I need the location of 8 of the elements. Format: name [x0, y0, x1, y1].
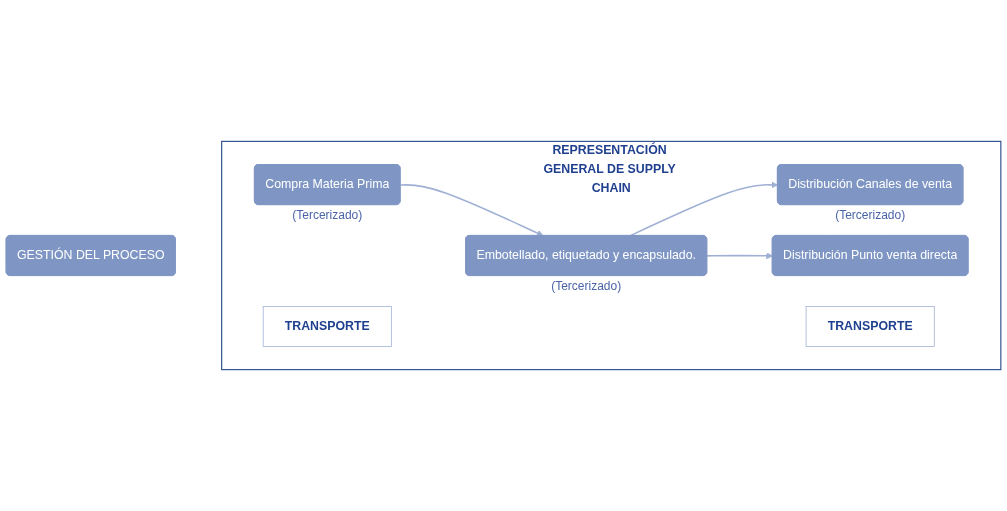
node-box: TRANSPORTE [805, 306, 935, 347]
arrow [629, 181, 779, 237]
node-note: (Tercerizado) [292, 207, 363, 222]
node-box: TRANSPORTE [262, 306, 392, 347]
node-note: (Tercerizado) [835, 207, 906, 222]
node-note: (Tercerizado) [551, 278, 622, 293]
arrow [706, 252, 773, 260]
arrow [399, 184, 544, 237]
